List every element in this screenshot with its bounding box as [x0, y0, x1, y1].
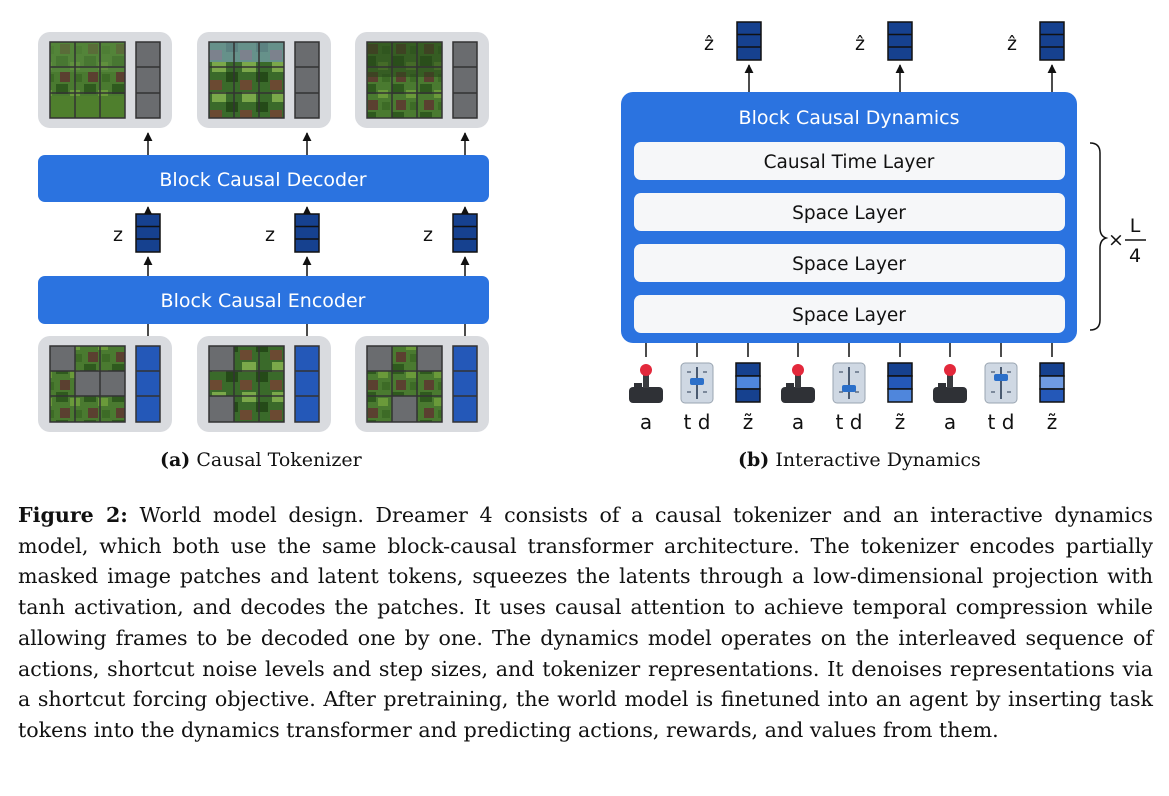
- input-label-action: a: [944, 410, 956, 434]
- svg-text:Space Layer: Space Layer: [792, 254, 906, 275]
- input-label-noisy-latent: z̃: [895, 410, 906, 434]
- input-label-action: a: [640, 410, 652, 434]
- subfigure-b-caption: (b) Interactive Dynamics: [738, 449, 981, 471]
- svg-text:z: z: [113, 224, 123, 246]
- subfigure-a-caption: (a) Causal Tokenizer: [160, 449, 362, 471]
- dynamics-title: Block Causal Dynamics: [739, 107, 960, 129]
- masked-input-panel-2: [197, 336, 331, 432]
- repeat-brace: [1089, 142, 1109, 331]
- decoded-frame-panel-3: [355, 32, 489, 128]
- repeat-denominator: 4: [1129, 245, 1141, 267]
- output-token-2: ẑ: [855, 21, 913, 92]
- input-label-noisy-latent: z̃: [1047, 410, 1058, 434]
- svg-text:Space Layer: Space Layer: [792, 203, 906, 224]
- space-layer-3: [634, 295, 1065, 333]
- input-label-action: a: [792, 410, 804, 434]
- masked-input-panel-3: [355, 336, 489, 432]
- masked-input-panel-1: [38, 336, 172, 432]
- noisy-token-2: [887, 362, 913, 403]
- joystick-icon: [629, 364, 663, 403]
- slider-icon: [984, 362, 1018, 404]
- svg-text:ẑ: ẑ: [1007, 33, 1017, 55]
- svg-text:ẑ: ẑ: [855, 33, 865, 55]
- slider-icon: [832, 362, 866, 404]
- figure-caption: Figure 2: World model design. Dreamer 4 …: [18, 500, 1153, 746]
- input-label-noise-step: t d: [836, 410, 863, 434]
- space-layer-1: [634, 193, 1065, 231]
- svg-text:Space Layer: Space Layer: [792, 305, 906, 326]
- svg-text:ẑ: ẑ: [704, 33, 714, 55]
- decoder-label: Block Causal Decoder: [159, 169, 366, 191]
- latent-token-2: z: [265, 206, 320, 253]
- svg-text:z: z: [265, 224, 275, 246]
- block-causal-encoder: [38, 276, 489, 324]
- decoded-frame-panel-1: [38, 32, 172, 128]
- noisy-token-1: [735, 362, 761, 403]
- joystick-icon: [933, 364, 967, 403]
- output-token-1: ẑ: [704, 21, 762, 92]
- space-layer-2: [634, 244, 1065, 282]
- input-label-noisy-latent: z̃: [743, 410, 754, 434]
- figure-caption-text: World model design. Dreamer 4 consists o…: [18, 503, 1153, 742]
- joystick-icon: [781, 364, 815, 403]
- latent-token-3: z: [423, 206, 478, 253]
- svg-text:Causal Time Layer: Causal Time Layer: [764, 152, 935, 173]
- repeat-numerator: L: [1130, 215, 1141, 237]
- output-token-3: ẑ: [1007, 21, 1065, 92]
- latent-token-1: z: [113, 206, 161, 253]
- svg-text:z: z: [423, 224, 433, 246]
- causal-time-layer: [634, 142, 1065, 180]
- decoded-frame-panel-2: [197, 32, 331, 128]
- input-label-noise-step: t d: [684, 410, 711, 434]
- repeat-times: ×: [1108, 229, 1124, 251]
- figure-label: Figure 2:: [18, 503, 128, 527]
- noisy-token-3: [1039, 362, 1065, 403]
- input-label-noise-step: t d: [988, 410, 1015, 434]
- encoder-label: Block Causal Encoder: [161, 290, 366, 312]
- block-causal-decoder: [38, 155, 489, 202]
- slider-icon: [680, 362, 714, 404]
